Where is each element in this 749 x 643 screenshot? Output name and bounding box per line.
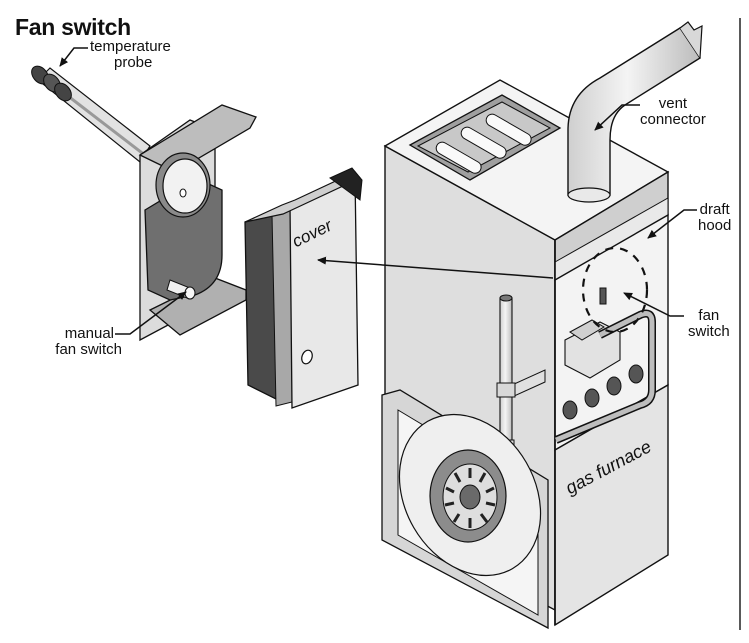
gas-valve-and-burners (554, 309, 656, 444)
probe-tip (31, 65, 72, 102)
leader-lines (59, 47, 697, 335)
vent-connector-pipe (567, 21, 703, 203)
gas-furnace-cabinet (381, 21, 703, 630)
cover-hole (301, 349, 313, 365)
label-line: connector (640, 111, 706, 128)
label-vent-connector: vent connector (640, 96, 706, 128)
label-draft-hood: draft hood (698, 202, 731, 234)
fan-switch-unit (599, 287, 607, 305)
label-line: fan (698, 307, 720, 324)
temperature-dial (162, 158, 208, 214)
label-line: fan switch (55, 341, 122, 358)
blower-compartment (381, 389, 549, 630)
label-manual-fan-switch: manual fan switch (36, 325, 122, 358)
label-temperature-probe: temperature probe (90, 39, 171, 71)
label-line: draft (699, 201, 730, 218)
fan-switch-highlight-circle (581, 246, 649, 334)
label-line: switch (688, 323, 730, 340)
label-line: hood (698, 217, 732, 234)
label-line: vent (658, 95, 688, 112)
gas-supply-pipe (496, 294, 546, 449)
diagram-title: Fan switch (15, 14, 131, 40)
cover-panel (244, 167, 363, 409)
label-line: temperature (90, 38, 171, 55)
fan-switch-assembly (31, 65, 257, 342)
label-line: manual (64, 325, 114, 342)
label-line: probe (114, 54, 153, 71)
label-fan-switch: fan switch (688, 308, 730, 340)
top-filter-box (408, 94, 562, 181)
